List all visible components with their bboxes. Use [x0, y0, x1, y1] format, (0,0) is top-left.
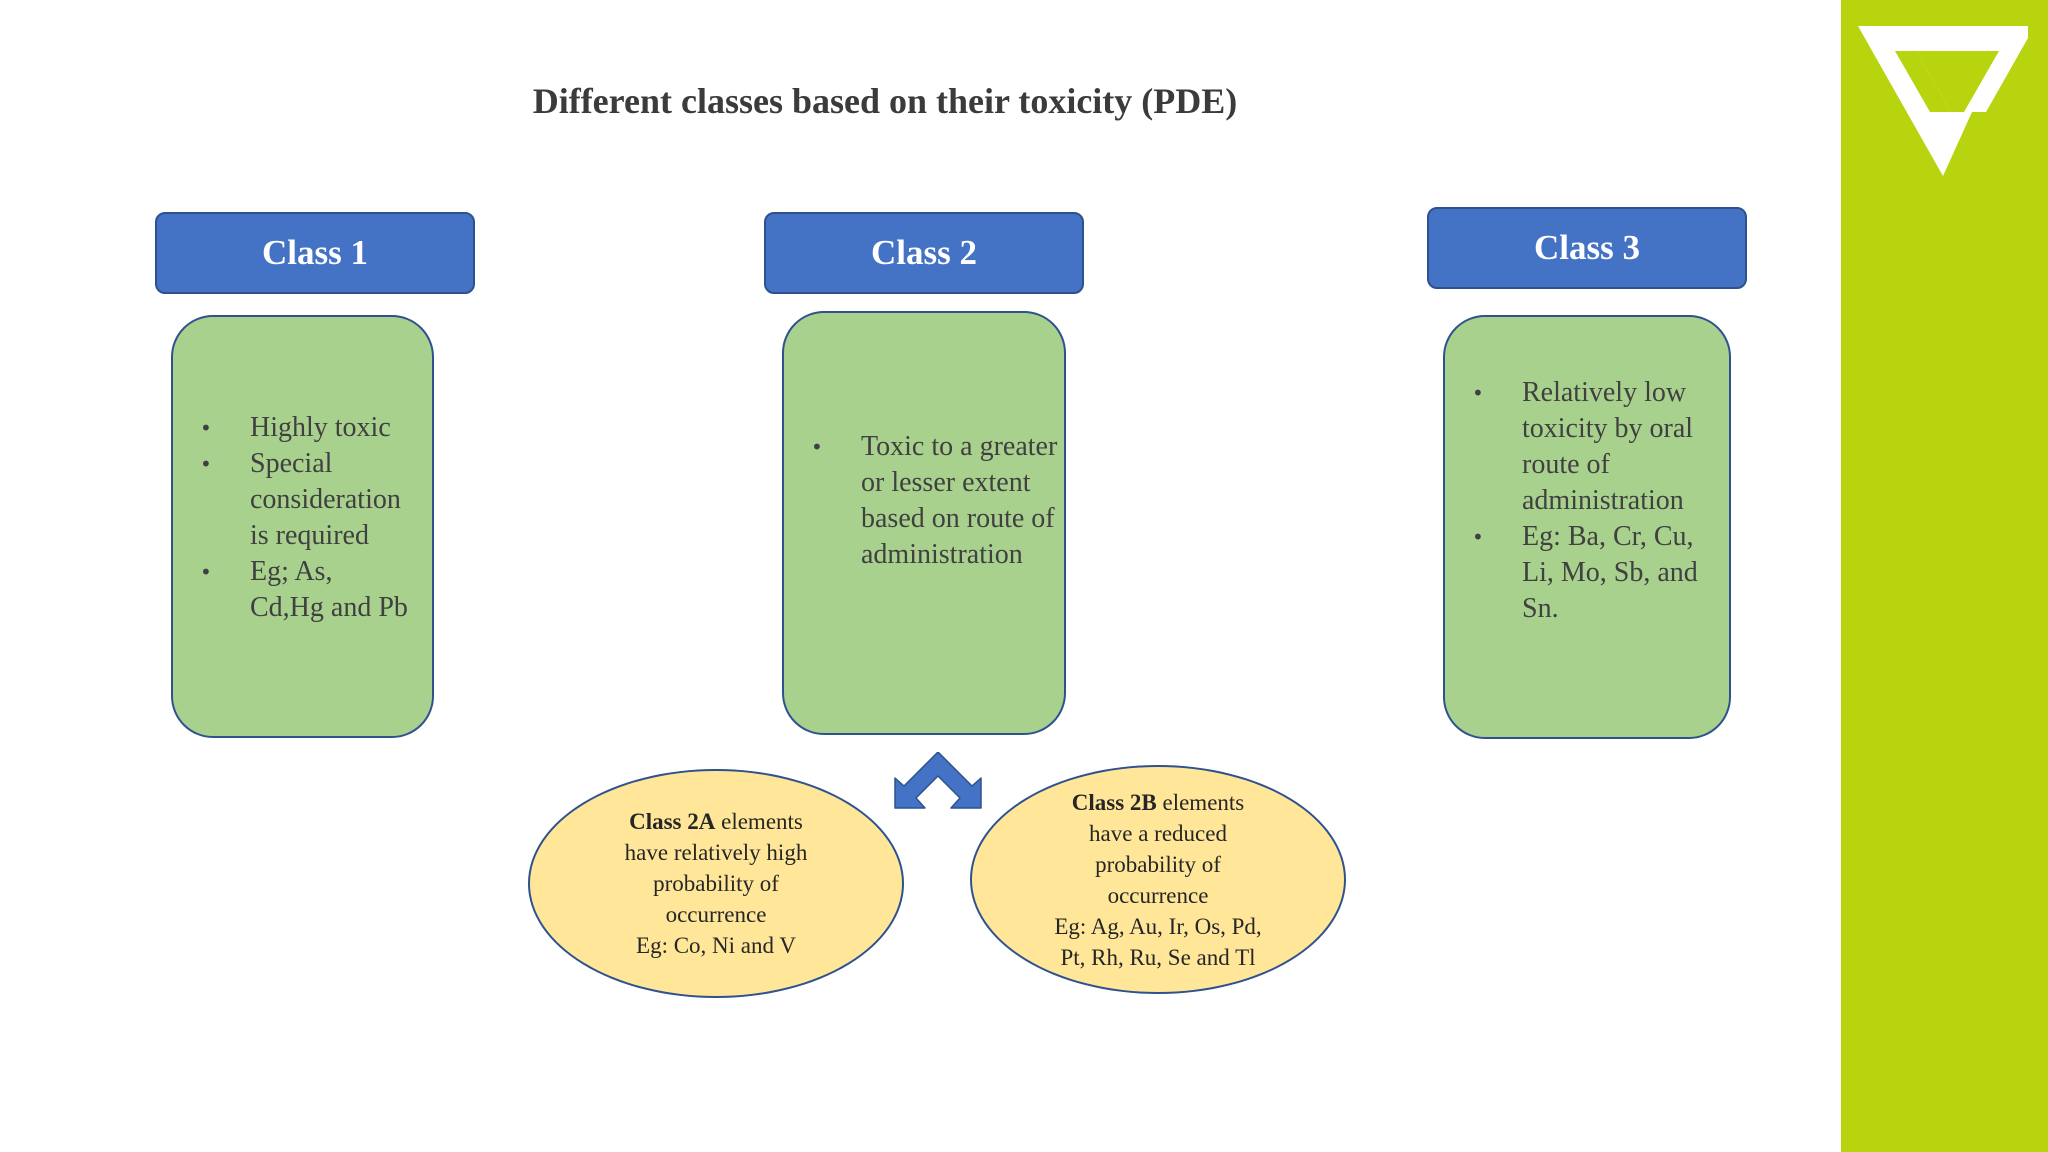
slide-title: Different classes based on their toxicit… [532, 81, 1238, 121]
subclass-examples: Pt, Rh, Ru, Se and Tl [1060, 944, 1256, 970]
class-1-description-box: Highly toxic Special consideration is re… [171, 315, 434, 738]
class-3-description-box: Relatively low toxicity by oral route of… [1443, 315, 1731, 739]
subclass-text: probability of [653, 871, 779, 896]
subclass-text: probability of [1095, 851, 1221, 877]
class-1-bullet-list: Highly toxic Special consideration is re… [173, 410, 411, 626]
subclass-examples: Eg: Co, Ni and V [636, 933, 796, 958]
subclass-examples: Eg: Ag, Au, Ir, Os, Pd, [1054, 913, 1262, 939]
class-1-header: Class 1 [155, 212, 475, 294]
subclass-text: elements [1162, 789, 1245, 815]
subclass-text: occurrence [665, 902, 767, 927]
brand-logo-icon [1858, 26, 2028, 176]
class-3-header: Class 3 [1427, 207, 1747, 289]
subclass-first-line: Class 2A elements [629, 806, 803, 837]
class-3-bullet-list: Relatively low toxicity by oral route of… [1445, 375, 1728, 627]
subclass-text: have a reduced [1089, 820, 1227, 846]
bullet-item: Eg; As, Cd,Hg and Pb [173, 554, 411, 626]
class-2-description-box: Toxic to a greater or lesser extent base… [782, 311, 1066, 735]
brand-bar [1841, 0, 2048, 1152]
bullet-item: Highly toxic [173, 410, 411, 446]
subclass-name: Class 2A [629, 809, 716, 834]
bullet-item: Special consideration is required [173, 446, 411, 554]
class-2-bullet-list: Toxic to a greater or lesser extent base… [784, 429, 1059, 573]
bullet-item: Relatively low toxicity by oral route of… [1445, 375, 1728, 519]
class-2-header: Class 2 [764, 212, 1084, 294]
class-2b-ellipse: Class 2B elements have a reduced probabi… [970, 765, 1346, 994]
bullet-item: Toxic to a greater or lesser extent base… [784, 429, 1059, 573]
subclass-text: have relatively high [624, 840, 808, 865]
subclass-first-line: Class 2B elements [1072, 787, 1245, 818]
subclass-text: occurrence [1107, 882, 1209, 908]
subclass-name: Class 2B [1071, 789, 1157, 815]
class-2a-ellipse: Class 2A elements have relatively high p… [528, 769, 904, 998]
bullet-item: Eg: Ba, Cr, Cu, Li, Mo, Sb, and Sn. [1445, 519, 1728, 627]
subclass-text: elements [721, 809, 803, 834]
split-arrow-icon [894, 752, 982, 809]
